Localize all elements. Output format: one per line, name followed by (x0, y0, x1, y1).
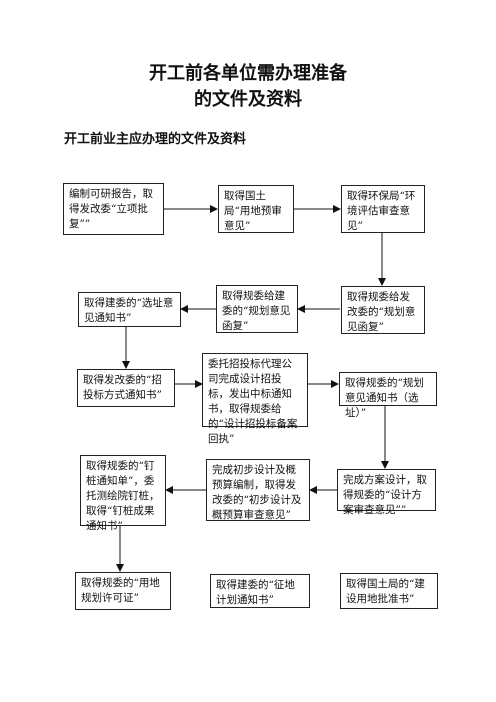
section-subtitle: 开工前业主应办理的文件及资料 (64, 132, 247, 147)
step-box-6: 取得建委的“选址意见通知书” (78, 292, 181, 327)
step-box-13: 取得规委的“用地规划许可证” (75, 572, 171, 610)
page-title-line-1: 开工前各单位需办理准备 (149, 63, 347, 84)
page-title-line-2: 的文件及资料 (194, 89, 302, 110)
step-box-2: 取得国土局“用地预审意见” (218, 185, 294, 233)
step-box-4: 取得规委给发改委的“规划意见函复” (341, 286, 425, 334)
step-box-8: 委托招投标代理公司完成设计招投标，发出中标通知书，取得规委给的“设计招投标备案回… (202, 353, 308, 445)
step-box-14: 取得建委的“征地计划通知书” (210, 574, 310, 608)
step-box-3: 取得环保局“环境评估审查意见” (341, 185, 425, 233)
step-box-10: 完成方案设计，取得规委的“设计方案审查意见”” (337, 469, 436, 516)
step-box-12: 取得规委的“钉桩通知单”，委托测绘院钉桩，取得“钉桩成果通知书” (80, 455, 166, 532)
step-box-15: 取得国土局的“建设用地批准书” (340, 573, 438, 609)
step-box-9: 取得规委的“规划意见通知书（选址）” (339, 372, 437, 419)
step-box-1: 编制可研报告，取得发改委“立项批复”” (63, 183, 164, 235)
step-box-5: 取得规委给建委的“规划意见函复” (216, 285, 298, 333)
step-box-7: 取得发改委的“招投标方式通知书” (77, 369, 175, 407)
step-box-11: 完成初步设计及概预算编制，取得发改委的“初步设计及概预算审查意见” (206, 459, 310, 521)
